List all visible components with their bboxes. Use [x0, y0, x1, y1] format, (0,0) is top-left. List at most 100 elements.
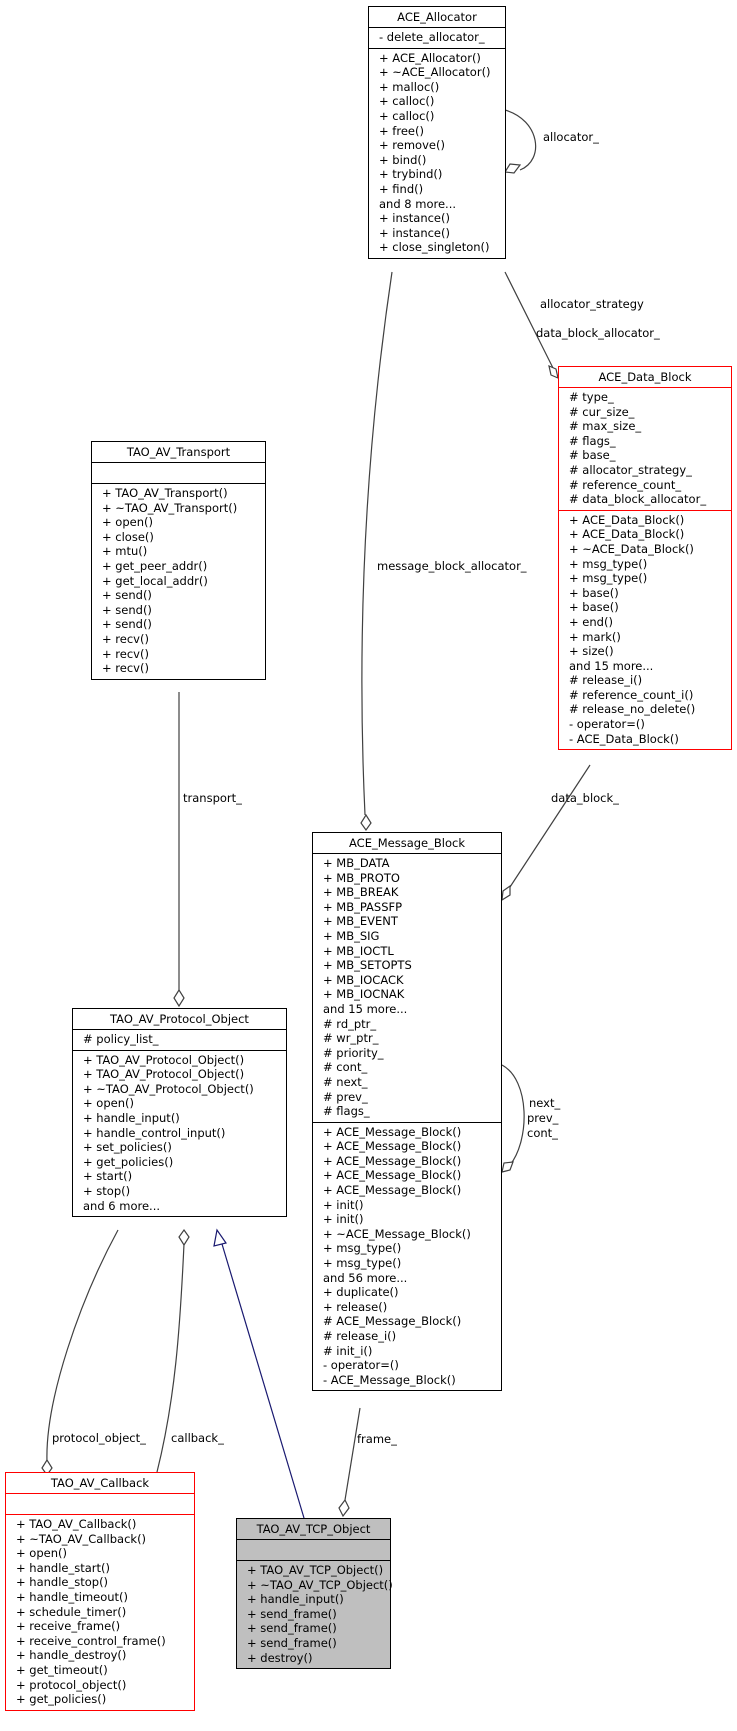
- operation-item[interactable]: - ACE_Data_Block(): [569, 731, 679, 746]
- operation-item[interactable]: + duplicate(): [323, 1285, 399, 1300]
- attribute-item[interactable]: + MB_BREAK: [323, 885, 399, 900]
- operation-item[interactable]: + ACE_Message_Block(): [323, 1124, 462, 1139]
- operation-item[interactable]: + ACE_Allocator(): [379, 50, 481, 65]
- attribute-item[interactable]: + MB_IOCACK: [323, 972, 404, 987]
- operation-item[interactable]: + handle_control_input(): [83, 1125, 226, 1140]
- operation-item[interactable]: + instance(): [379, 211, 450, 226]
- operation-item[interactable]: + mark(): [569, 629, 621, 644]
- attribute-item[interactable]: # cont_: [323, 1060, 368, 1075]
- operation-item[interactable]: + set_policies(): [83, 1140, 172, 1155]
- operation-item[interactable]: + receive_frame(): [16, 1619, 121, 1634]
- class-ace-allocator[interactable]: ACE_Allocator- delete_allocator_+ ACE_Al…: [368, 6, 506, 259]
- operation-item[interactable]: + TAO_AV_TCP_Object(): [247, 1563, 384, 1577]
- operation-item[interactable]: + ACE_Data_Block(): [569, 512, 685, 527]
- operation-item[interactable]: # release_i(): [569, 673, 643, 688]
- operation-item[interactable]: + ~ACE_Allocator(): [379, 65, 491, 80]
- operation-item[interactable]: + handle_timeout(): [16, 1589, 129, 1604]
- operation-item[interactable]: + handle_input(): [83, 1110, 180, 1125]
- operation-item[interactable]: + ~TAO_AV_TCP_Object(): [247, 1577, 393, 1592]
- operation-item[interactable]: and 15 more...: [569, 658, 654, 673]
- operation-item[interactable]: + open(): [16, 1546, 67, 1561]
- class-tao-av-transport[interactable]: TAO_AV_Transport+ TAO_AV_Transport()+ ~T…: [91, 441, 266, 680]
- operation-item[interactable]: + close_singleton(): [379, 240, 490, 255]
- class-ace-message-block[interactable]: ACE_Message_Block+ MB_DATA+ MB_PROTO+ MB…: [312, 832, 502, 1392]
- operation-item[interactable]: + recv(): [102, 661, 149, 676]
- operation-item[interactable]: + malloc(): [379, 79, 440, 94]
- class-tao-av-callback[interactable]: TAO_AV_Callback+ TAO_AV_Callback()+ ~TAO…: [5, 1472, 195, 1711]
- operation-item[interactable]: + send(): [102, 617, 152, 632]
- operation-item[interactable]: + recv(): [102, 631, 149, 646]
- operation-item[interactable]: + ~ACE_Message_Block(): [323, 1226, 471, 1241]
- attribute-item[interactable]: # reference_count_: [569, 477, 682, 492]
- attribute-item[interactable]: + MB_PASSFP: [323, 899, 403, 914]
- operation-item[interactable]: + msg_type(): [323, 1256, 402, 1271]
- attribute-item[interactable]: # base_: [569, 448, 616, 463]
- operation-item[interactable]: + init(): [323, 1197, 364, 1212]
- operation-item[interactable]: + send(): [102, 602, 152, 617]
- attribute-item[interactable]: # policy_list_: [83, 1032, 159, 1046]
- operation-item[interactable]: + send_frame(): [247, 1621, 337, 1636]
- operation-item[interactable]: + handle_start(): [16, 1560, 110, 1575]
- attribute-item[interactable]: # wr_ptr_: [323, 1031, 379, 1046]
- operation-item[interactable]: + destroy(): [247, 1650, 313, 1665]
- operation-item[interactable]: + ~ACE_Data_Block(): [569, 541, 694, 556]
- operation-item[interactable]: + send_frame(): [247, 1606, 337, 1621]
- attribute-item[interactable]: # cur_size_: [569, 404, 635, 419]
- operation-item[interactable]: and 8 more...: [379, 196, 457, 211]
- operation-item[interactable]: + release(): [323, 1299, 388, 1314]
- operation-item[interactable]: + get_timeout(): [16, 1662, 108, 1677]
- attribute-item[interactable]: # priority_: [323, 1045, 384, 1060]
- operation-item[interactable]: + get_local_addr(): [102, 573, 208, 588]
- attribute-item[interactable]: # prev_: [323, 1089, 368, 1104]
- attribute-item[interactable]: # data_block_allocator_: [569, 492, 707, 507]
- class-tao-av-protocol-object[interactable]: TAO_AV_Protocol_Object# policy_list_+ TA…: [72, 1008, 287, 1218]
- operation-item[interactable]: + start(): [83, 1169, 133, 1184]
- attribute-item[interactable]: + MB_PROTO: [323, 870, 400, 885]
- attribute-item[interactable]: # max_size_: [569, 419, 642, 434]
- operation-item[interactable]: # init_i(): [323, 1343, 373, 1358]
- operation-item[interactable]: + size(): [569, 644, 614, 659]
- attribute-item[interactable]: - delete_allocator_: [379, 30, 485, 44]
- attribute-item[interactable]: # flags_: [323, 1104, 370, 1119]
- operation-item[interactable]: + msg_type(): [569, 556, 648, 571]
- operation-item[interactable]: + ACE_Message_Block(): [323, 1139, 462, 1154]
- operation-item[interactable]: + ACE_Data_Block(): [569, 527, 685, 542]
- operation-item[interactable]: # release_no_delete(): [569, 702, 696, 717]
- attribute-item[interactable]: + MB_IOCTL: [323, 943, 394, 958]
- attribute-item[interactable]: + MB_SETOPTS: [323, 958, 412, 973]
- operation-item[interactable]: + msg_type(): [569, 571, 648, 586]
- operation-item[interactable]: + handle_destroy(): [16, 1648, 127, 1663]
- operation-item[interactable]: + ~TAO_AV_Callback(): [16, 1531, 147, 1546]
- operation-item[interactable]: + ~TAO_AV_Transport(): [102, 500, 238, 515]
- attribute-item[interactable]: # next_: [323, 1074, 368, 1089]
- attribute-item[interactable]: # type_: [569, 390, 614, 404]
- operation-item[interactable]: + instance(): [379, 225, 450, 240]
- operation-item[interactable]: + free(): [379, 123, 424, 138]
- class-ace-data-block[interactable]: ACE_Data_Block# type_# cur_size_# max_si…: [558, 366, 732, 751]
- operation-item[interactable]: + ACE_Message_Block(): [323, 1183, 462, 1198]
- operation-item[interactable]: + get_policies(): [16, 1692, 107, 1707]
- operation-item[interactable]: - operator=(): [569, 717, 645, 732]
- attribute-item[interactable]: and 15 more...: [323, 1001, 408, 1016]
- operation-item[interactable]: and 56 more...: [323, 1270, 408, 1285]
- operation-item[interactable]: + base(): [569, 600, 619, 615]
- operation-item[interactable]: # reference_count_i(): [569, 687, 694, 702]
- operation-item[interactable]: # release_i(): [323, 1329, 397, 1343]
- operation-item[interactable]: - ACE_Message_Block(): [323, 1372, 456, 1387]
- operation-item[interactable]: + TAO_AV_Protocol_Object(): [83, 1052, 245, 1067]
- operation-item[interactable]: + open(): [102, 515, 153, 530]
- operation-item[interactable]: + receive_control_frame(): [16, 1633, 166, 1648]
- operation-item[interactable]: + send_frame(): [247, 1635, 337, 1650]
- operation-item[interactable]: + TAO_AV_Protocol_Object(): [83, 1067, 245, 1082]
- operation-item[interactable]: + protocol_object(): [16, 1677, 127, 1692]
- attribute-item[interactable]: + MB_IOCNAK: [323, 987, 405, 1002]
- operation-item[interactable]: + recv(): [102, 646, 149, 661]
- operation-item[interactable]: + end(): [569, 614, 613, 629]
- operation-item[interactable]: + stop(): [83, 1183, 131, 1198]
- operation-item[interactable]: + remove(): [379, 138, 445, 153]
- class-tao-av-tcp-object[interactable]: TAO_AV_TCP_Object+ TAO_AV_TCP_Object()+ …: [236, 1518, 393, 1670]
- operation-item[interactable]: - operator=(): [323, 1358, 399, 1373]
- operation-item[interactable]: + ~TAO_AV_Protocol_Object(): [83, 1081, 254, 1096]
- operation-item[interactable]: + schedule_timer(): [16, 1604, 127, 1619]
- operation-item[interactable]: + bind(): [379, 152, 427, 167]
